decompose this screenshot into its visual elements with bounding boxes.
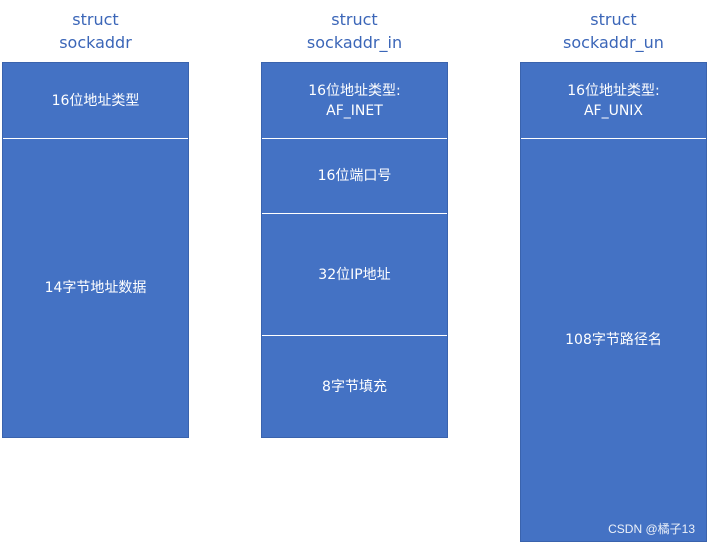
sockaddr-un-struct-box: 16位地址类型: AF_UNIX 108字节路径名 [520,62,707,542]
sockaddr-in-struct-box: 16位地址类型: AF_INET 16位端口号 32位IP地址 8字节填充 [261,62,448,438]
sockaddr-struct-box: 16位地址类型 14字节地址数据 [2,62,189,438]
sockaddr-in-port-field: 16位端口号 [262,138,447,213]
csdn-watermark: CSDN @橘子13 [608,522,695,536]
sockaddr-in-address-type-field: 16位地址类型: AF_INET [308,82,401,119]
sockaddr-un-address-type-field: 16位地址类型: AF_UNIX [567,82,660,119]
sockaddr-address-data-field: 14字节地址数据 [3,138,188,437]
sockaddr-in-padding-field: 8字节填充 [262,335,447,437]
sockaddr-un-title: struct sockaddr_un [563,10,664,52]
sockaddr-in-title: struct sockaddr_in [306,10,403,52]
sockaddr-title: struct sockaddr [59,10,132,52]
sockaddr-in-ip-address-field: 32位IP地址 [262,213,447,335]
sockaddr-address-type-field: 16位地址类型 [51,92,140,109]
sockaddr-un-path-name-field: 108字节路径名 [521,138,706,541]
